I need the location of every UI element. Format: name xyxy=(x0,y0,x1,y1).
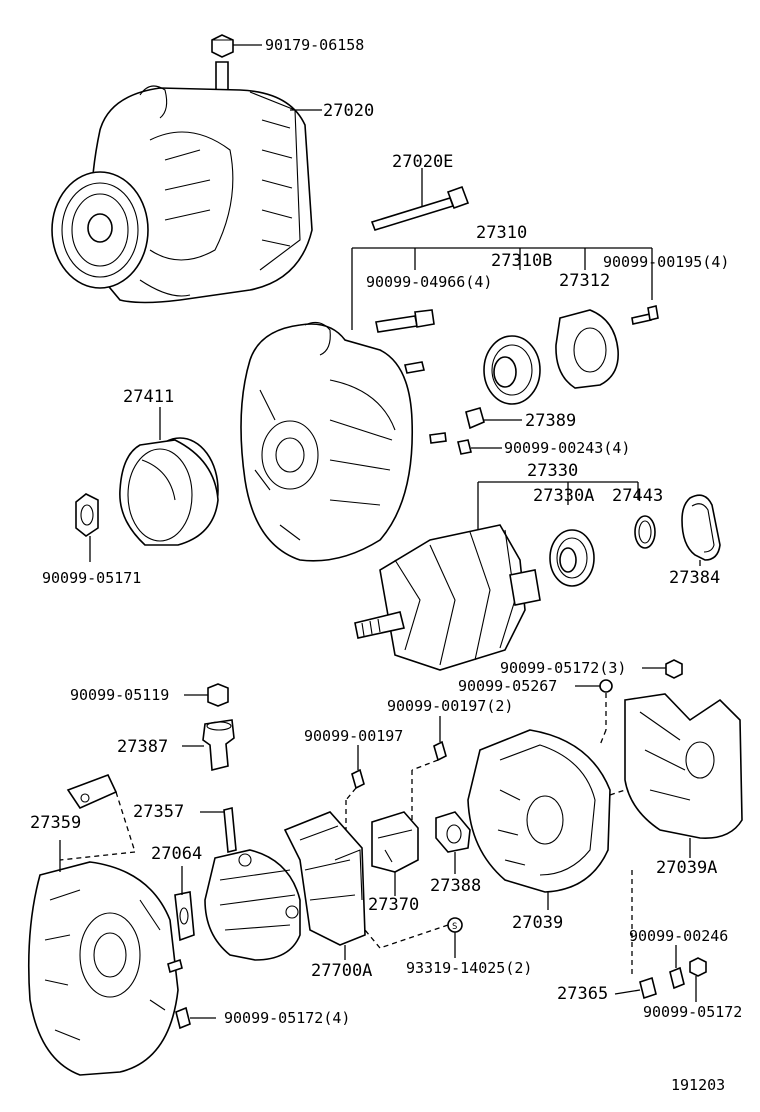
label-27443: 27443 xyxy=(612,486,663,506)
bolt-90099-05172-4 xyxy=(175,1006,191,1030)
label-27388: 27388 xyxy=(430,876,481,896)
label-90099-00197: 90099-00197 xyxy=(304,727,403,745)
pulley-27411 xyxy=(119,437,219,546)
seal-27388 xyxy=(435,811,471,853)
drive-end-frame-27310 xyxy=(240,321,447,562)
screw-90099-00243 xyxy=(457,439,472,455)
screw-90099-00195 xyxy=(631,305,659,325)
label-90179-06158: 90179-06158 xyxy=(265,36,364,54)
figure-code: 191203 xyxy=(671,1076,725,1094)
label-27310: 27310 xyxy=(476,223,527,243)
label-90099-00197-2: 90099-00197(2) xyxy=(387,697,513,715)
label-27387: 27387 xyxy=(117,737,168,757)
label-27039A: 27039A xyxy=(656,858,717,878)
label-27064: 27064 xyxy=(151,844,202,864)
label-27312: 27312 xyxy=(559,271,610,291)
label-90099-05171: 90099-05171 xyxy=(42,569,141,587)
label-27330: 27330 xyxy=(527,461,578,481)
screw-90099-00197-2 xyxy=(433,740,447,762)
label-90099-05172-4: 90099-05172(4) xyxy=(224,1009,350,1027)
washer-27064 xyxy=(174,891,195,942)
label-27310B: 27310B xyxy=(491,251,552,271)
label-90099-00195: 90099-00195(4) xyxy=(603,253,729,271)
regulator-27370 xyxy=(371,811,419,873)
ring-27443 xyxy=(634,515,656,549)
washer-90099-05267 xyxy=(599,679,613,693)
label-90099-05172: 90099-05172 xyxy=(643,1003,742,1021)
bearing-27330A xyxy=(549,529,595,587)
label-27365: 27365 xyxy=(557,984,608,1004)
nut-90099-05119 xyxy=(207,683,229,707)
label-90099-05172-3: 90099-05172(3) xyxy=(500,659,626,677)
cover-27384 xyxy=(681,494,721,561)
nut-90099-05172-3 xyxy=(665,659,683,679)
label-27020: 27020 xyxy=(323,101,374,121)
label-27020E: 27020E xyxy=(392,152,453,172)
label-27384: 27384 xyxy=(669,568,720,588)
terminal-bracket xyxy=(66,773,118,810)
rear-end-frame xyxy=(27,861,183,1076)
label-90099-05119: 90099-05119 xyxy=(70,686,169,704)
through-bolt-27020E xyxy=(370,185,470,231)
collar-27389 xyxy=(465,407,485,430)
label-90099-00243: 90099-00243(4) xyxy=(504,439,630,457)
rear-end-frame-27039 xyxy=(467,729,611,893)
brush-holder-27700A xyxy=(283,811,366,946)
label-27389: 27389 xyxy=(525,411,576,431)
pin-93319-14025: S xyxy=(447,917,463,933)
rotor-27330 xyxy=(354,524,541,671)
bolt-90099-04966 xyxy=(375,309,435,333)
nut-90099-05172 xyxy=(689,957,707,977)
nut-90179-06158 xyxy=(211,34,234,58)
retainer-27312 xyxy=(555,309,619,389)
insulator-27387 xyxy=(202,719,235,772)
screw-90099-00197 xyxy=(351,768,365,790)
label-90099-04966: 90099-04966(4) xyxy=(366,273,492,291)
label-90099-00246: 90099-00246 xyxy=(629,927,728,945)
label-27359: 27359 xyxy=(30,813,81,833)
rectifier-27357 xyxy=(204,849,301,961)
label-27411: 27411 xyxy=(123,387,174,407)
rear-cover-27039A xyxy=(624,693,743,839)
label-90099-05267: 90099-05267 xyxy=(458,677,557,695)
label-27700A: 27700A xyxy=(311,961,372,981)
nut-90099-00246 xyxy=(669,966,685,990)
label-27039: 27039 xyxy=(512,913,563,933)
label-93319-14025: 93319-14025(2) xyxy=(406,959,532,977)
label-27370: 27370 xyxy=(368,895,419,915)
nut-90099-05171 xyxy=(75,493,99,537)
bearing-27310B xyxy=(483,335,541,405)
label-27330A: 27330A xyxy=(533,486,594,506)
insulator-27365 xyxy=(639,976,657,1000)
svg-text:S: S xyxy=(452,922,457,932)
alternator-assembly xyxy=(51,34,313,304)
label-27357: 27357 xyxy=(133,802,184,822)
